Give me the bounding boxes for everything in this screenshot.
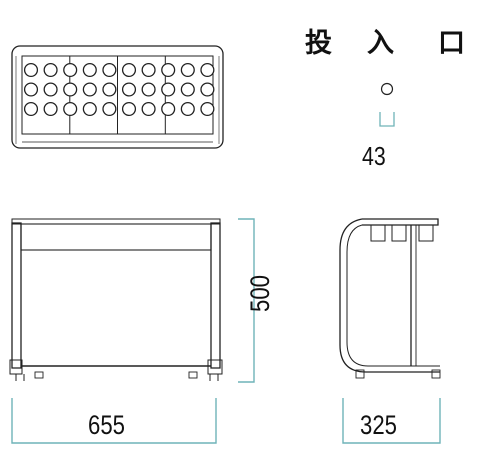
umbrella-hole: [82, 82, 97, 97]
umbrella-hole: [63, 62, 78, 78]
front-view-right-post: [210, 222, 221, 369]
hole-diameter-label: 43: [362, 141, 386, 171]
front-view-right-foot: [207, 359, 223, 381]
umbrella-hole: [180, 101, 195, 117]
umbrella-hole: [43, 82, 58, 97]
width-dimension-label: 655: [88, 410, 125, 440]
umbrella-hole: [82, 101, 97, 117]
umbrella-hole: [161, 62, 176, 78]
side-view-foot-front: [355, 369, 365, 379]
umbrella-hole: [43, 62, 58, 78]
umbrella-hole: [23, 101, 39, 117]
inlet-detail: [379, 82, 395, 127]
umbrella-hole: [102, 82, 117, 97]
front-view-left-foot: [9, 359, 25, 381]
umbrella-hole: [121, 62, 137, 78]
umbrella-hole: [180, 82, 195, 97]
umbrella-hole: [141, 101, 156, 117]
umbrella-hole: [121, 101, 137, 117]
inlet-label-char-2: 入: [367, 28, 394, 58]
umbrella-hole: [43, 101, 58, 117]
top-view-outer-frame: [11, 45, 224, 149]
umbrella-hole: [141, 82, 156, 97]
height-dimension-bracket: [238, 218, 255, 383]
umbrella-hole: [200, 62, 215, 78]
umbrella-hole: [161, 101, 176, 117]
dimension-lines: [11, 218, 441, 444]
umbrella-hole: [200, 82, 215, 97]
umbrella-holes: [23, 62, 215, 117]
umbrella-hole: [102, 101, 117, 117]
front-view-caster-2: [188, 371, 198, 379]
side-view-frame-curve: [339, 218, 440, 373]
umbrella-hole: [82, 62, 97, 78]
umbrella-hole: [23, 62, 39, 78]
side-view-frame-curve-inner: [346, 224, 440, 367]
side-view-top-plate: [362, 218, 439, 226]
side-view: [339, 218, 441, 379]
inlet-hole-circle: [380, 82, 394, 96]
inlet-dimension-bracket: [379, 112, 395, 127]
inlet-label-char-1: 投: [305, 28, 332, 58]
front-view-caster-1: [34, 371, 44, 379]
umbrella-hole: [200, 101, 215, 117]
front-view-upper-panel: [20, 223, 212, 251]
depth-dimension-bracket: [342, 398, 441, 444]
umbrella-hole: [161, 82, 176, 97]
umbrella-hole: [63, 101, 78, 117]
side-view-holder-1: [370, 224, 386, 242]
width-dimension-bracket: [11, 398, 217, 444]
umbrella-hole: [141, 62, 156, 78]
umbrella-hole: [102, 62, 117, 78]
umbrella-hole: [23, 82, 39, 97]
umbrella-hole: [121, 82, 137, 97]
side-view-holder-2: [391, 224, 407, 242]
umbrella-hole: [180, 62, 195, 78]
side-view-foot-rear: [431, 369, 441, 379]
front-view-lower-panel: [20, 249, 212, 367]
front-view: [9, 218, 223, 381]
front-view-left-post: [11, 222, 22, 369]
side-view-holder-3: [418, 224, 434, 242]
height-dimension-label: 500: [245, 275, 276, 312]
depth-dimension-label: 325: [360, 410, 397, 440]
umbrella-hole: [63, 82, 78, 97]
front-view-top-rail: [11, 218, 221, 225]
inlet-label-char-3: 口: [438, 28, 465, 58]
top-view: [11, 45, 224, 149]
